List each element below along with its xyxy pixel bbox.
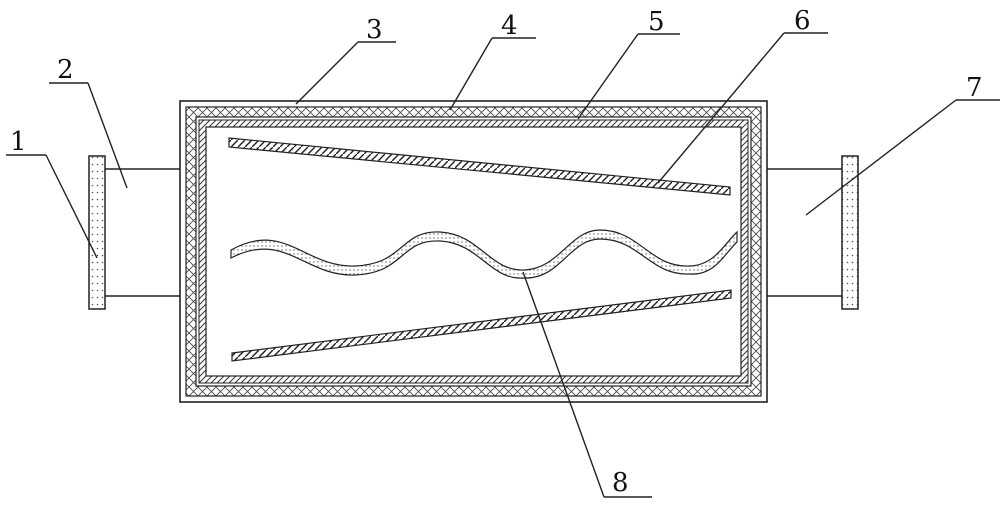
label-8: 8 xyxy=(612,468,629,498)
right-outlet-assembly xyxy=(767,155,859,310)
leader-6-pointer xyxy=(657,32,785,184)
label-6: 6 xyxy=(794,6,811,36)
leader-2-pointer xyxy=(87,82,128,189)
leader-lines xyxy=(6,32,1000,498)
upper-inclined-baffle xyxy=(228,137,731,196)
label-5: 5 xyxy=(648,7,665,37)
callout-labels: 1 2 3 4 5 6 7 8 xyxy=(10,6,983,498)
label-7: 7 xyxy=(966,73,983,103)
lower-inclined-baffle xyxy=(231,289,732,362)
leader-3-pointer xyxy=(295,41,359,105)
left-flange xyxy=(88,155,106,310)
leader-7-pointer xyxy=(805,99,957,216)
label-4: 4 xyxy=(501,11,518,41)
corrugated-wave-element xyxy=(230,229,738,279)
label-2: 2 xyxy=(57,55,74,85)
leader-5-pointer xyxy=(577,33,639,120)
right-flange xyxy=(841,155,859,310)
left-inlet-assembly xyxy=(88,155,180,310)
leader-4-pointer xyxy=(449,37,493,111)
leader-8-pointer xyxy=(522,271,605,498)
label-1: 1 xyxy=(10,127,27,157)
label-3: 3 xyxy=(366,15,383,45)
leader-1-pointer xyxy=(45,154,98,259)
